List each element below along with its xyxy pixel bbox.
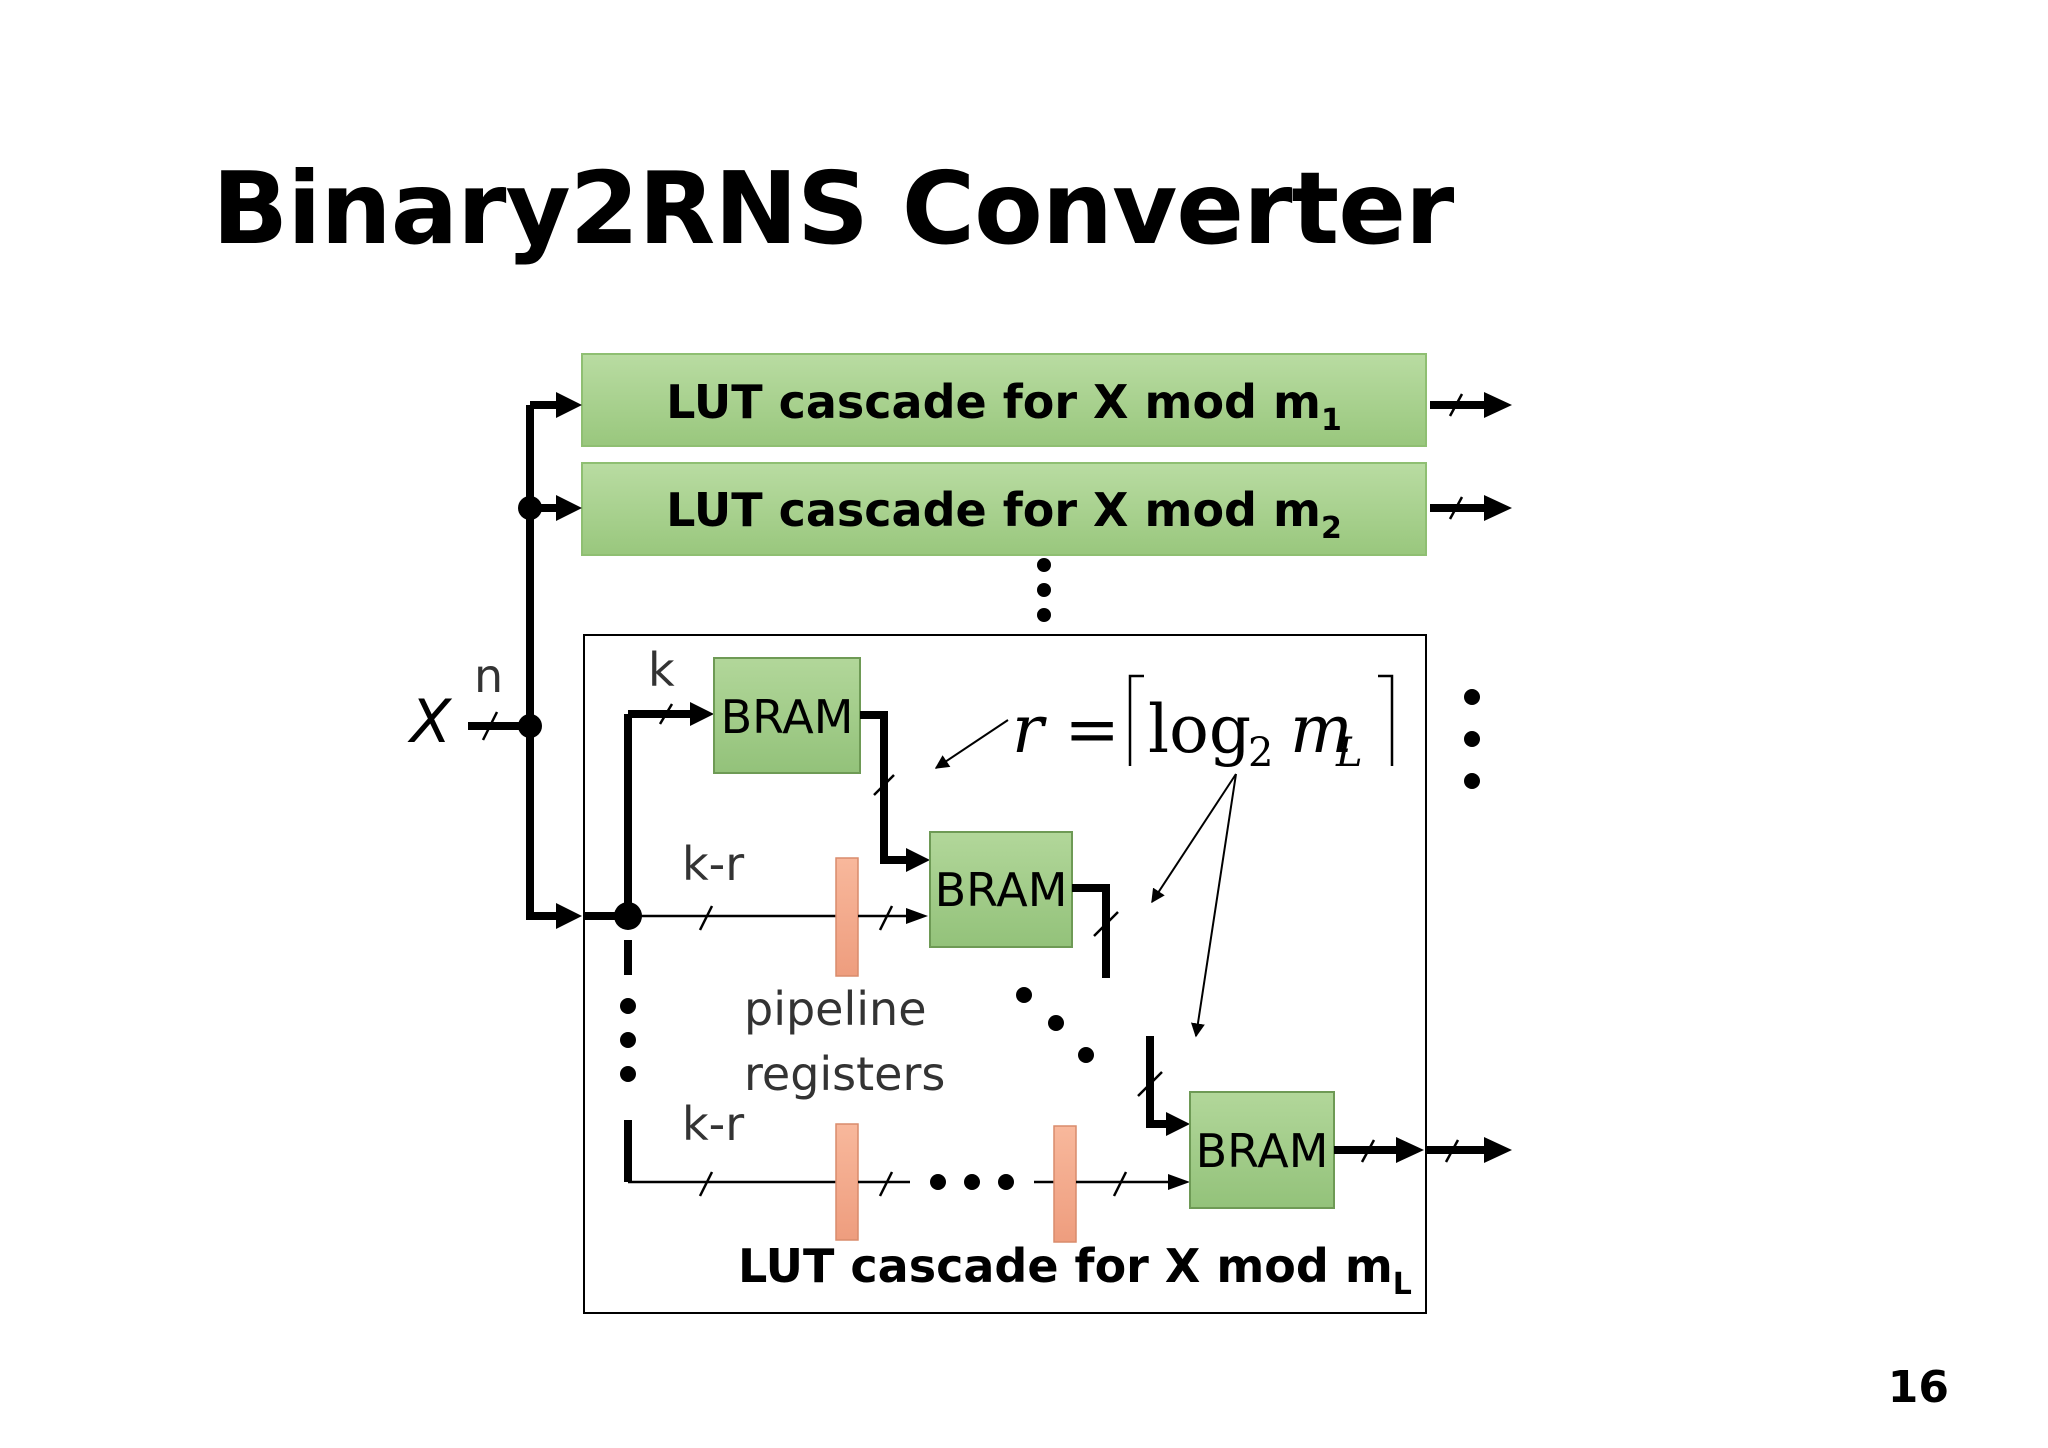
vertical-ellipsis-inner <box>620 998 636 1082</box>
output-arrow-1 <box>1430 392 1512 418</box>
bram-3: BRAM <box>1189 1091 1335 1209</box>
pipeline-register-1 <box>835 857 859 977</box>
formula-r: r = log 2 m L <box>1012 674 1394 776</box>
bram-1: BRAM <box>713 657 861 774</box>
diagonal-ellipsis <box>1016 987 1094 1063</box>
pipeline-label-line2: registers <box>744 1047 945 1101</box>
input-width-n-label: n <box>474 649 503 703</box>
k-label: k <box>648 643 675 697</box>
lut-cascade-1-label: LUT cascade for X mod m <box>666 375 1321 429</box>
formula-log: log <box>1148 691 1251 768</box>
bram-2-label: BRAM <box>935 863 1068 917</box>
svg-text:LUT cascade for X mod m1: LUT cascade for X mod m1 <box>666 375 1342 438</box>
lut-cascade-2-subscript: 2 <box>1321 511 1342 546</box>
k-minus-r-label-2: k-r <box>682 1097 744 1151</box>
bram-3-label: BRAM <box>1196 1124 1329 1178</box>
formula-arrow-3 <box>1190 773 1237 1038</box>
bram-1-label: BRAM <box>721 690 854 744</box>
page-number: 16 <box>1887 1362 1949 1413</box>
lut-cascade-2-label: LUT cascade for X mod m <box>666 483 1321 537</box>
bram3-output-arrow <box>1334 1137 1424 1163</box>
vertical-ellipsis-right <box>1464 689 1480 789</box>
output-arrow-L <box>1426 1137 1512 1163</box>
slide-title: Binary2RNS Converter <box>212 150 1454 267</box>
formula-arrow-2 <box>1151 773 1237 904</box>
formula-arrow-1 <box>934 719 1009 769</box>
bram-2: BRAM <box>929 831 1073 948</box>
lut-cascade-box-1: LUT cascade for X mod m1 <box>581 353 1427 447</box>
pipeline-label-line1: pipeline <box>744 982 927 1036</box>
bram1-to-bram2-wire <box>860 711 910 864</box>
vertical-ellipsis-top <box>1037 558 1051 622</box>
horizontal-ellipsis <box>930 1174 1014 1190</box>
pipeline-register-2 <box>835 1123 859 1241</box>
lut-cascade-1-subscript: 1 <box>1321 403 1342 438</box>
k-minus-r-label-1: k-r <box>682 837 744 891</box>
junction-input <box>518 714 542 738</box>
formula-prefix: r = <box>1012 691 1120 768</box>
svg-text:LUT cascade for X mod m2: LUT cascade for X mod m2 <box>666 483 1342 546</box>
bram2-output-wire <box>1072 884 1110 978</box>
formula-var-sub: L <box>1335 730 1363 776</box>
lut-cascade-box-L <box>583 634 1427 1314</box>
input-bus-slash <box>481 711 499 741</box>
pipeline-register-3 <box>1053 1125 1077 1243</box>
output-arrow-2 <box>1430 495 1512 521</box>
input-x-label: X <box>407 687 453 757</box>
formula-var: m <box>1290 691 1353 768</box>
lut-cascade-L-label: LUT cascade for X mod mL <box>738 1239 1412 1302</box>
lut-cascade-box-2: LUT cascade for X mod m2 <box>581 462 1427 556</box>
bram2-to-bram3-wire <box>1146 1036 1170 1128</box>
formula-base: 2 <box>1248 730 1273 776</box>
